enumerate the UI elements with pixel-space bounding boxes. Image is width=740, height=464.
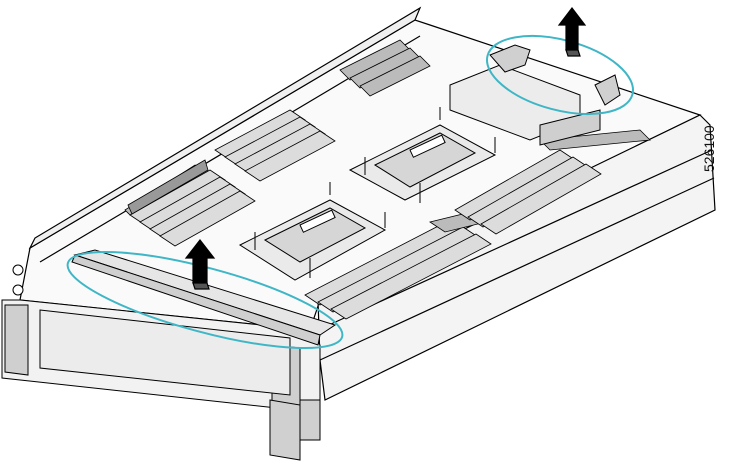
air-baffle-bar (71, 249, 337, 346)
dimm-bank-4 (454, 129, 651, 235)
front-panel (1, 264, 321, 461)
rear-riser-assembly (449, 44, 621, 146)
cpu-socket-2 (348, 107, 497, 203)
front-bezel-tray (39, 309, 291, 396)
callout-ellipse-front (66, 250, 344, 350)
dimm-bank-2 (214, 39, 431, 182)
lift-arrow-front (184, 239, 216, 290)
figure-id-label: 526100 (701, 125, 717, 172)
lift-arrow-rear (557, 7, 587, 57)
dimm-bank-1 (124, 159, 256, 247)
left-side-rail (28, 6, 422, 250)
cpu-socket-1 (238, 182, 387, 281)
dimm-bank-3 (304, 199, 536, 320)
